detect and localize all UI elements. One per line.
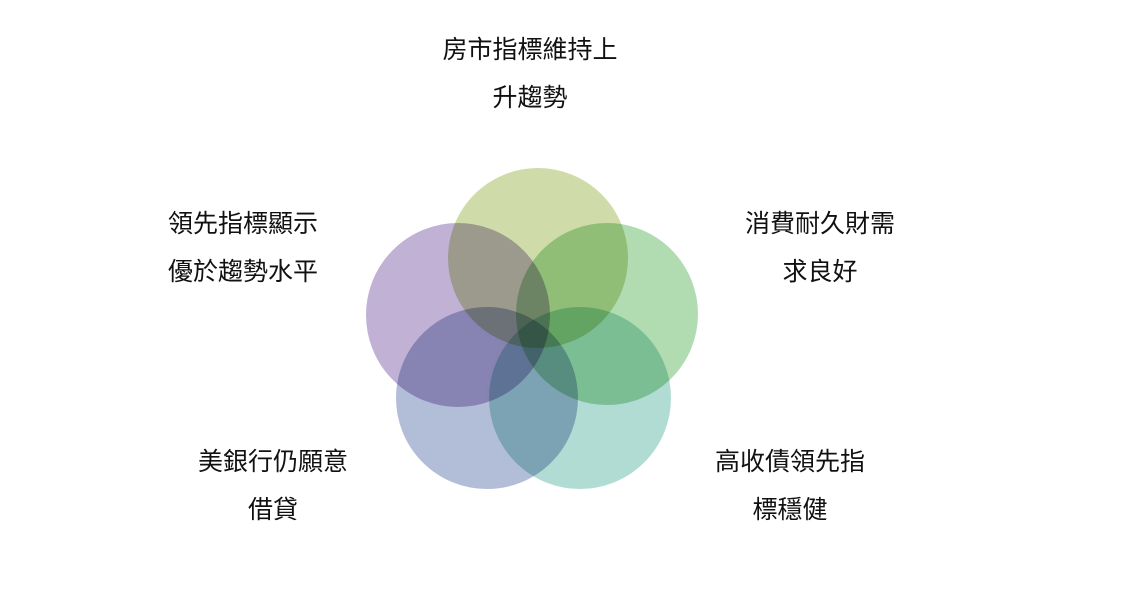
label-top: 房市指標維持上 升趨勢 xyxy=(410,26,650,122)
label-left: 領先指標顯示 優於趨勢水平 xyxy=(138,200,348,296)
label-line: 標穩健 xyxy=(752,495,828,524)
label-line: 高收債領先指 xyxy=(714,447,865,476)
label-line: 優於趨勢水平 xyxy=(167,257,318,286)
label-line: 借貸 xyxy=(247,495,298,524)
label-line: 美銀行仍願意 xyxy=(197,447,348,476)
circle-left xyxy=(362,219,554,411)
label-line: 房市指標維持上 xyxy=(442,35,618,64)
label-line: 領先指標顯示 xyxy=(167,209,318,238)
label-bottom-left: 美銀行仍願意 借貸 xyxy=(168,438,378,534)
label-right: 消費耐久財需 求良好 xyxy=(715,200,925,296)
label-line: 消費耐久財需 xyxy=(744,209,895,238)
label-line: 升趨勢 xyxy=(492,83,568,112)
label-line: 求良好 xyxy=(782,257,858,286)
label-bottom-right: 高收債領先指 標穩健 xyxy=(685,438,895,534)
